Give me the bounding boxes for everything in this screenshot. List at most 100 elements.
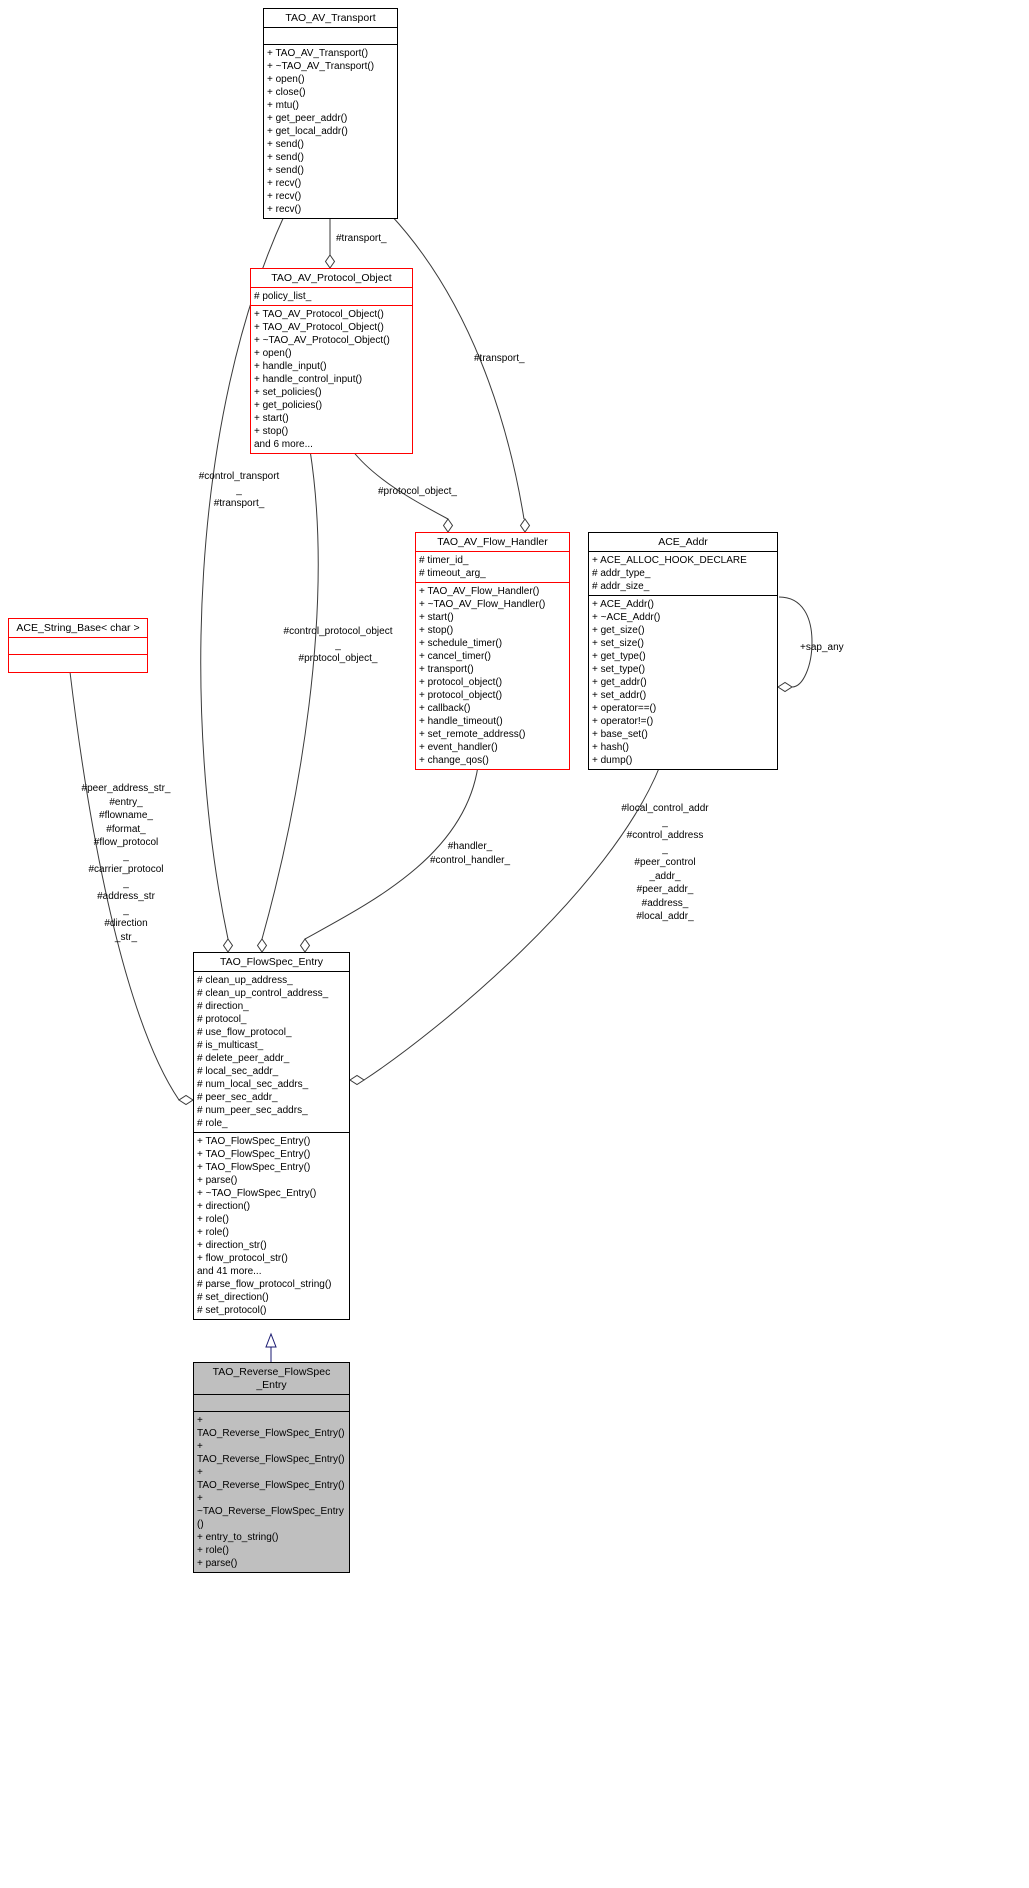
- member-line: + TAO_AV_Protocol_Object(): [254, 309, 384, 320]
- member-line: + ~TAO_Reverse_FlowSpec_Entry(): [197, 1493, 344, 1530]
- class-methods: + TAO_FlowSpec_Entry() + TAO_FlowSpec_Ent…: [194, 1133, 349, 1319]
- member-line: + protocol_object(): [419, 690, 503, 701]
- class-box-tao-av-protocol-object[interactable]: TAO_AV_Protocol_Object # policy_list_ + …: [250, 268, 413, 454]
- member-line: # timer_id_: [419, 555, 469, 566]
- edge-label-handler-protocol-object: #protocol_object_: [378, 486, 457, 497]
- member-line: + role(): [197, 1227, 229, 1238]
- member-line: + recv(): [267, 178, 302, 189]
- member-line: + start(): [254, 413, 289, 424]
- edge-protocol-object-transport: [324, 214, 336, 269]
- class-attributes: [264, 28, 397, 45]
- member-line: + set_policies(): [254, 387, 322, 398]
- edge-flowspec-ace-addr: [349, 765, 661, 1086]
- edge-line: [351, 449, 449, 520]
- class-methods: + ACE_Addr()+ ~ACE_Addr()+ get_size()+ s…: [589, 596, 777, 769]
- member-line: # delete_peer_addr_: [197, 1053, 290, 1064]
- member-line: # clean_up_address_: [197, 975, 293, 986]
- class-attributes: [194, 1395, 349, 1412]
- edge-label-flowspec-handlers: #handler_ #control_handler_: [429, 841, 511, 866]
- member-line: + TAO_AV_Protocol_Object(): [254, 322, 384, 333]
- aggregation-diamond-icon: [299, 938, 311, 953]
- member-line: # addr_type_: [592, 568, 651, 579]
- class-box-tao-av-flow-handler[interactable]: TAO_AV_Flow_Handler # timer_id_ # timeout…: [415, 532, 570, 770]
- class-attributes: # clean_up_address_# clean_up_control_ad…: [194, 972, 349, 1133]
- class-box-ace-string-base[interactable]: ACE_String_Base< char >: [8, 618, 148, 673]
- member-line: + ~TAO_AV_Flow_Handler(): [419, 599, 546, 610]
- aggregation-diamond-icon: [442, 518, 454, 533]
- class-title: TAO_AV_Transport: [264, 9, 397, 28]
- member-line: + ~TAO_AV_Transport(): [267, 61, 375, 72]
- member-line: + ~TAO_AV_Protocol_Object(): [254, 335, 390, 346]
- member-line: + transport(): [419, 664, 474, 675]
- class-methods: + TAO_AV_Flow_Handler() + ~TAO_AV_Flow_Ha…: [416, 583, 569, 769]
- member-line: # set_direction(): [197, 1292, 269, 1303]
- class-attributes: + ACE_ALLOC_HOOK_DECLARE# addr_type_# ad…: [589, 552, 777, 596]
- member-line: # addr_size_: [592, 581, 650, 592]
- member-line: + role(): [197, 1545, 229, 1556]
- edge-ace-addr-self-loop: [777, 596, 813, 693]
- edge-label-flowspec-protocol-objects: #control_protocol_object _ #protocol_obj…: [283, 626, 393, 664]
- edge-label-flowspec-transports: #control_transport _ #transport_: [198, 471, 280, 509]
- member-line: + ACE_Addr(): [592, 599, 654, 610]
- member-line: + send(): [267, 152, 304, 163]
- member-line: # parse_flow_protocol_string(): [197, 1279, 332, 1290]
- member-line: + recv(): [267, 204, 302, 215]
- class-box-tao-reverse-flowspec-entry[interactable]: TAO_Reverse_FlowSpec _Entry + TAO_Revers…: [193, 1362, 350, 1573]
- edge-inheritance-reverse-flowspec: [265, 1332, 277, 1362]
- edge-line: [261, 449, 319, 940]
- member-line: + change_qos(): [419, 755, 489, 766]
- edge-label-flowspec-addrs: #local_control_addr _ #control_address _…: [621, 803, 709, 922]
- edge-flowspec-string-base: [69, 671, 194, 1106]
- inheritance-arrow-icon: [265, 1332, 277, 1348]
- edge-flowspec-flow-handler: [299, 765, 479, 953]
- member-line: + TAO_AV_Flow_Handler(): [419, 586, 540, 597]
- member-line: + callback(): [419, 703, 471, 714]
- class-attributes: [9, 638, 147, 655]
- member-line: + handle_control_input(): [254, 374, 363, 385]
- member-line: + TAO_Reverse_FlowSpec_Entry(): [197, 1415, 345, 1439]
- aggregation-diamond-icon: [519, 518, 531, 533]
- member-line: + mtu(): [267, 100, 299, 111]
- member-line: and 6 more...: [254, 439, 313, 450]
- class-attributes: # policy_list_: [251, 288, 412, 306]
- edge-line: [778, 596, 813, 688]
- member-line: # set_protocol(): [197, 1305, 267, 1316]
- class-methods: + TAO_Reverse_FlowSpec_Entry() + TAO_Reve…: [194, 1412, 349, 1572]
- class-box-tao-flowspec-entry[interactable]: TAO_FlowSpec_Entry # clean_up_address_# …: [193, 952, 350, 1320]
- member-line: + open(): [254, 348, 292, 359]
- member-line: # role_: [197, 1118, 228, 1129]
- member-line: # use_flow_protocol_: [197, 1027, 292, 1038]
- member-line: + hash(): [592, 742, 629, 753]
- member-line: # peer_sec_addr_: [197, 1092, 278, 1103]
- class-box-ace-addr[interactable]: ACE_Addr + ACE_ALLOC_HOOK_DECLARE# addr_…: [588, 532, 778, 770]
- class-title: TAO_AV_Flow_Handler: [416, 533, 569, 552]
- edge-line: [363, 765, 661, 1081]
- aggregation-diamond-icon: [178, 1094, 194, 1106]
- member-line: + ~ACE_Addr(): [592, 612, 661, 623]
- class-title: ACE_Addr: [589, 533, 777, 552]
- class-title: TAO_Reverse_FlowSpec _Entry: [194, 1363, 349, 1395]
- member-line: # timeout_arg_: [419, 568, 486, 579]
- edge-line: [200, 213, 286, 940]
- edge-line: [69, 671, 180, 1101]
- member-line: + close(): [267, 87, 306, 98]
- member-line: + TAO_FlowSpec_Entry(): [197, 1149, 311, 1160]
- member-line: + ~TAO_FlowSpec_Entry(): [197, 1188, 317, 1199]
- aggregation-diamond-icon: [324, 254, 336, 269]
- edge-line: [389, 213, 525, 520]
- member-line: + set_size(): [592, 638, 644, 649]
- member-line: # is_multicast_: [197, 1040, 264, 1051]
- class-box-tao-av-transport[interactable]: TAO_AV_Transport + TAO_AV_Transport()+ ~…: [263, 8, 398, 219]
- member-line: + open(): [267, 74, 305, 85]
- member-line: + get_type(): [592, 651, 646, 662]
- member-line: + set_addr(): [592, 690, 647, 701]
- member-line: + flow_protocol_str(): [197, 1253, 288, 1264]
- member-line: + cancel_timer(): [419, 651, 491, 662]
- member-line: + dump(): [592, 755, 633, 766]
- member-line: + TAO_FlowSpec_Entry(): [197, 1162, 311, 1173]
- member-line: + parse(): [197, 1558, 238, 1569]
- member-line: + TAO_Reverse_FlowSpec_Entry(): [197, 1467, 345, 1491]
- member-line: + operator!=(): [592, 716, 654, 727]
